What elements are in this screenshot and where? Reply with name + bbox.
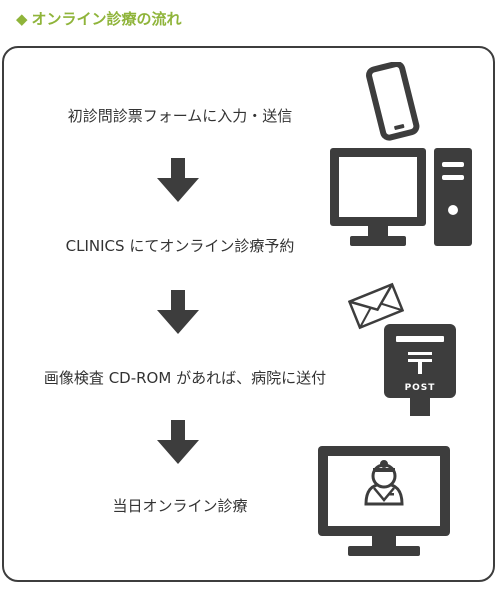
step-1-label: 初診問診票フォームに入力・送信 — [67, 107, 293, 125]
flow-panel — [2, 46, 495, 582]
down-arrow-icon — [157, 158, 199, 202]
envelope-icon — [348, 282, 404, 330]
down-arrow-icon — [157, 290, 199, 334]
page-title: ◆オンライン診療の流れ — [16, 8, 182, 30]
diamond-icon: ◆ — [16, 10, 28, 28]
post-box-icon: POST — [384, 324, 456, 416]
step-2-label: CLINICS にてオンライン診療予約 — [65, 237, 295, 255]
doctor-monitor-icon — [318, 446, 450, 556]
down-arrow-icon — [157, 420, 199, 464]
step-4-label: 当日オンライン診療 — [112, 497, 248, 515]
step-3-label: 画像検査 CD-ROM があれば、病院に送付 — [43, 369, 327, 387]
desktop-computer-icon — [330, 148, 472, 246]
page-title-text: オンライン診療の流れ — [31, 10, 182, 28]
smartphone-icon — [366, 62, 420, 141]
post-label: POST — [405, 383, 436, 393]
